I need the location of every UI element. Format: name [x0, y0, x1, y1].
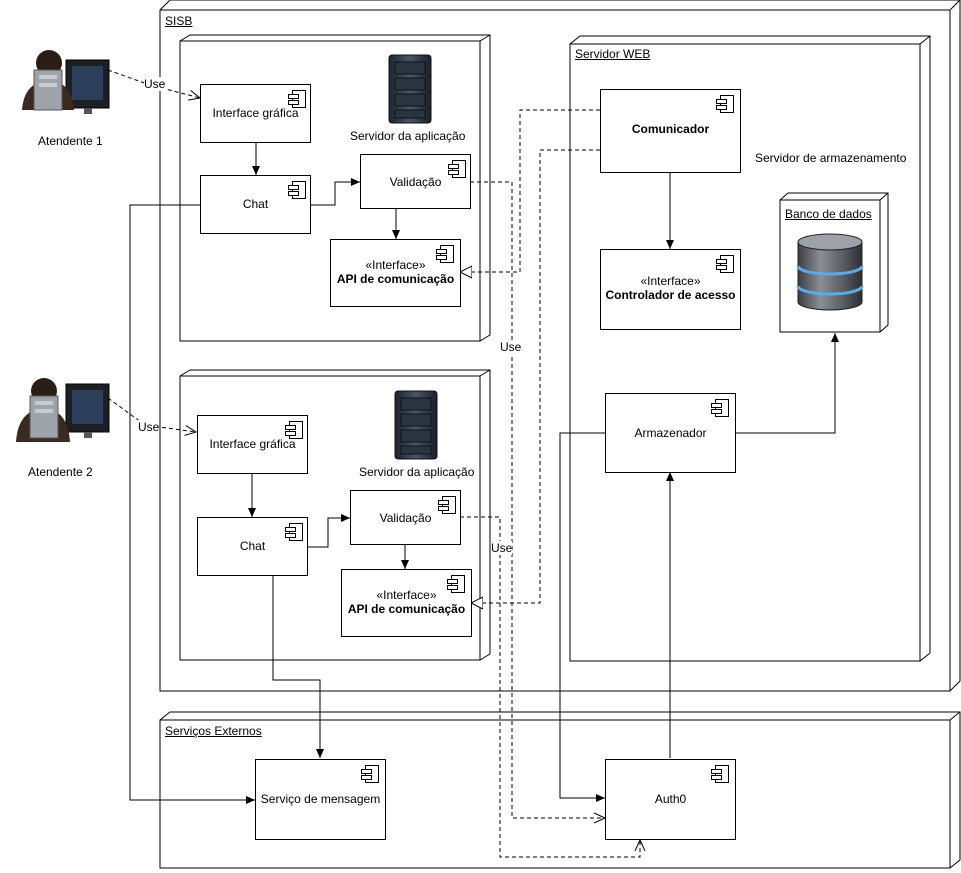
component-label: Validação [389, 175, 442, 189]
component-icon [361, 765, 379, 783]
servidor-aplicacao-1-label: Servidor da aplicação [350, 129, 466, 143]
servicos-externos-title: Serviços Externos [165, 724, 262, 738]
component-icon [448, 160, 466, 178]
use-label-validacao2: Use [491, 541, 513, 555]
server-rack-icon-1 [388, 54, 432, 124]
component-icon [285, 523, 303, 541]
component-icon [438, 496, 456, 514]
component-auth0[interactable]: Auth0 [605, 759, 736, 840]
component-icon [288, 90, 306, 108]
component-icon [285, 421, 303, 439]
component-label: API de comunicação [336, 272, 455, 286]
servidor-aplicacao-2-label: Servidor da aplicação [359, 465, 475, 479]
edge-validacao1-auth0 [470, 181, 605, 818]
component-icon [716, 95, 734, 113]
component-validacao-2[interactable]: Validação [350, 490, 461, 545]
component-label: API de comunicação [347, 602, 466, 616]
component-validacao-1[interactable]: Validação [360, 154, 471, 209]
component-servico-mensagem[interactable]: Serviço de mensagem [255, 759, 386, 840]
component-label: Comunicador [631, 122, 710, 136]
component-controlador-acesso[interactable]: «Interface» Controlador de acesso [600, 249, 741, 330]
component-label: Interface gráfica [209, 437, 296, 451]
database-icon [796, 233, 864, 311]
atendente-1-icon [22, 50, 110, 114]
edge-comunicador-api1 [460, 109, 600, 272]
component-icon [711, 765, 729, 783]
component-api-comunicacao-1[interactable]: «Interface» API de comunicação [330, 239, 461, 307]
edge-armazenador-banco [736, 333, 839, 434]
component-armazenador[interactable]: Armazenador [605, 393, 736, 473]
component-api-comunicacao-2[interactable]: «Interface» API de comunicação [341, 569, 472, 637]
server-rack-icon-2 [394, 390, 438, 460]
atendente-2-icon [16, 378, 110, 442]
edge-validacao2-auth0 [460, 516, 640, 858]
edge-chat1-mensagem [129, 204, 255, 804]
component-label: Auth0 [654, 792, 687, 806]
atendente-1-label: Atendente 1 [38, 134, 103, 148]
component-stereotype: «Interface» [376, 588, 437, 602]
component-stereotype: «Interface» [365, 258, 426, 272]
use-label-atendente2: Use [138, 420, 160, 434]
sisb-title: SISB [165, 14, 193, 28]
component-chat-1[interactable]: Chat [200, 175, 311, 234]
component-icon [716, 255, 734, 273]
component-stereotype: «Interface» [640, 274, 701, 288]
component-comunicador[interactable]: Comunicador [600, 89, 741, 173]
component-label: Interface gráfica [212, 106, 299, 120]
component-icon [288, 181, 306, 199]
servidor-armazenamento-label: Servidor de armazenamento [755, 151, 907, 165]
edge-chat1-validacao1 [310, 178, 360, 206]
component-interface-grafica-2[interactable]: Interface gráfica [197, 415, 308, 474]
edge-armazenador-auth0 [559, 432, 605, 802]
edge-comunicador-api2 [471, 149, 600, 603]
component-label: Serviço de mensagem [260, 792, 381, 806]
atendente-2-label: Atendente 2 [28, 465, 93, 479]
servidor-web-node[interactable] [569, 35, 931, 662]
banco-de-dados-title: Banco de dados [785, 207, 872, 221]
use-label-validacao1: Use [500, 340, 522, 354]
servidor-web-title: Servidor WEB [575, 47, 651, 61]
edge-chat2-mensagem [272, 576, 324, 758]
component-label: Validação [379, 511, 432, 525]
edge-chat2-validacao2 [307, 514, 350, 548]
component-icon [436, 245, 454, 263]
component-label: Chat [242, 197, 269, 211]
component-interface-grafica-1[interactable]: Interface gráfica [200, 84, 311, 143]
component-chat-2[interactable]: Chat [197, 517, 308, 576]
component-label: Armazenador [634, 426, 707, 440]
component-label: Chat [239, 539, 266, 553]
component-icon [711, 399, 729, 417]
use-label-atendente1: Use [144, 77, 166, 91]
component-label: Controlador de acesso [605, 288, 736, 302]
component-icon [447, 575, 465, 593]
